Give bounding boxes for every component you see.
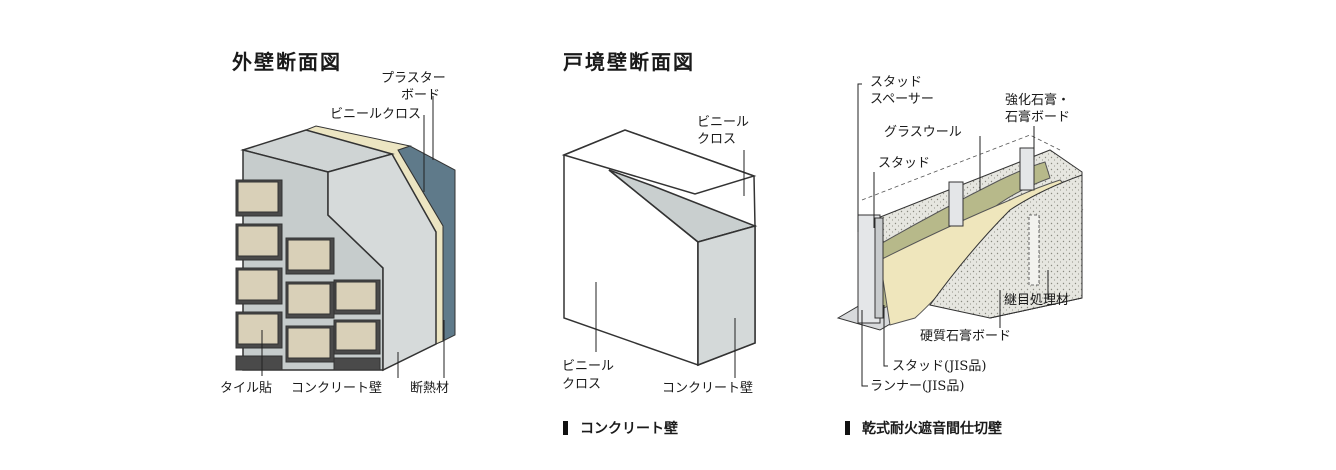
concrete-wall-label: コンクリート壁 [291,381,383,396]
reinforced-gypsum-label-line2: 石膏ボード [1005,110,1071,125]
hard-gypsum-board-face [989,175,1083,319]
joint-material [1028,214,1040,286]
hard-gypsum-board-label: 硬質石膏ボード [920,329,1012,344]
party-vinyl-cloth-top-line2: クロス [697,132,737,147]
party-concrete-wall-label: コンクリート壁 [662,381,754,396]
party-vinyl-cloth-left-line2: クロス [562,377,602,392]
party-vinyl-cloth-top-line1: ビニール [697,115,750,130]
reinforced-gypsum-label-line1: 強化石膏・ [1005,93,1071,108]
dry-partition-caption: 乾式耐火遮音間仕切壁 [845,418,1002,438]
party-wall-concrete-side [697,225,756,367]
concrete-side [327,153,437,372]
runner-jis-label: ランナー(JIS品) [870,379,965,394]
stud-label: スタッド [878,156,931,171]
plaster-board-label-line1: プラスター [381,71,446,86]
tile-grid [235,179,381,371]
joint-material-label: 継目処理材 [1004,293,1070,308]
party-wall-caption: コンクリート壁 [563,418,678,438]
plaster-board-label-line2: ボード [401,88,441,103]
studs [857,147,1035,324]
vinyl-cloth-label: ビニールクロス [330,107,422,122]
party-wall-caption-text: コンクリート壁 [580,421,678,437]
glass-wool-label: グラスウール [884,125,962,140]
tile-label: タイル貼 [220,381,273,396]
hard-gypsum-board [929,174,1083,319]
caption-bar-icon [563,421,568,435]
dry-partition-caption-text: 乾式耐火遮音間仕切壁 [862,421,1002,437]
party-wall-title: 戸境壁断面図 [563,50,695,74]
party-wall-top [561,129,757,195]
stud-spacer-label-line2: スペーサー [870,92,934,107]
stud-spacer-label-line1: スタッド [870,75,923,90]
insulation-label: 断熱材 [410,381,450,396]
caption-bar-icon [845,421,850,435]
stud-jis-label: スタッド(JIS品) [892,359,987,374]
party-vinyl-cloth-left-line1: ビニール [562,359,615,374]
exterior-wall-title: 外壁断面図 [232,50,342,74]
